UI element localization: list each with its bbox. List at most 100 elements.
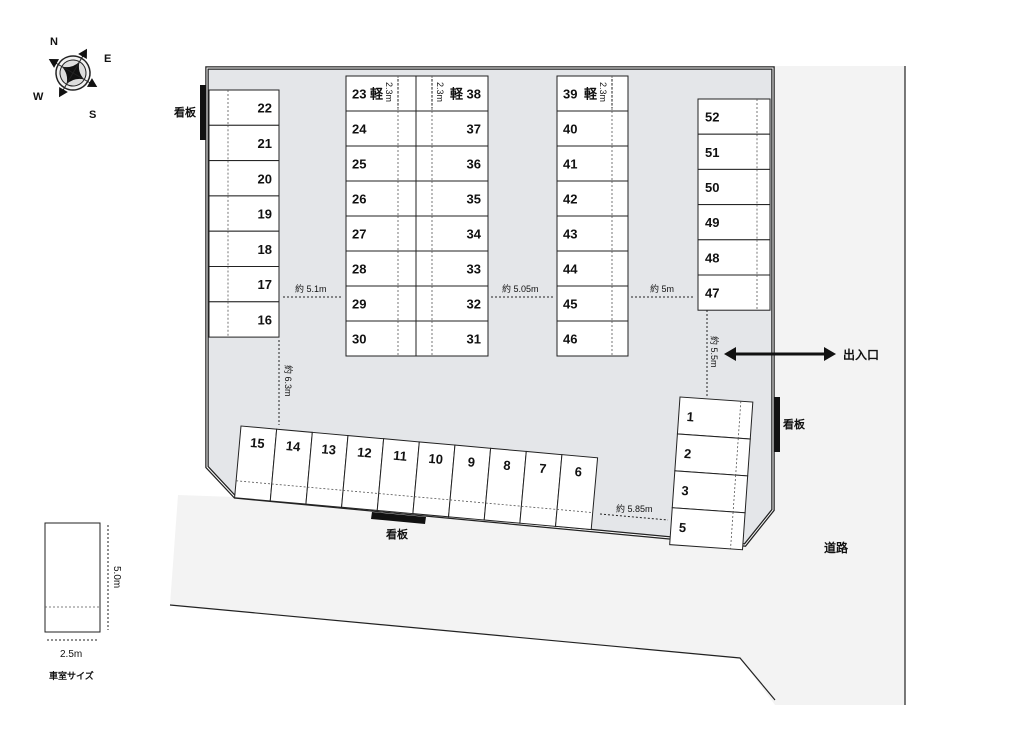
space-number: 30: [352, 332, 366, 347]
parking-space-29[interactable]: 29: [345, 285, 417, 322]
parking-space-25[interactable]: 25: [345, 145, 417, 182]
parking-space-41[interactable]: 41: [556, 145, 629, 182]
parking-space-52[interactable]: 52: [697, 98, 771, 135]
parking-space-48[interactable]: 48: [697, 239, 771, 276]
parking-space-43[interactable]: 43: [556, 215, 629, 252]
space-number: 17: [258, 277, 272, 292]
parking-space-35[interactable]: 35: [415, 180, 489, 217]
parking-space-3[interactable]: 3: [671, 470, 749, 514]
light-width-label: 2.3m: [435, 82, 445, 102]
parking-space-9[interactable]: 9: [448, 444, 492, 521]
sign-left: [200, 85, 206, 140]
parking-space-50[interactable]: 50: [697, 168, 771, 206]
space-number: 22: [258, 101, 272, 116]
parking-space-42[interactable]: 42: [556, 180, 629, 217]
parking-space-51[interactable]: 51: [697, 133, 771, 170]
space-number: 12: [357, 444, 373, 460]
sign-right: [774, 397, 780, 452]
parking-space-20[interactable]: 20: [208, 160, 280, 197]
space-number: 34: [467, 227, 482, 242]
space-number: 1: [686, 409, 694, 424]
space-number: 29: [352, 297, 366, 312]
road-edge-bottom: [169, 604, 776, 701]
parking-space-30[interactable]: 30: [345, 320, 417, 357]
space-number: 21: [258, 136, 272, 151]
space-number: 47: [705, 286, 719, 301]
light-width-label: 2.3m: [384, 82, 394, 102]
space-number: 33: [467, 262, 481, 277]
parking-space-19[interactable]: 19: [208, 195, 280, 232]
parking-space-13[interactable]: 13: [305, 431, 349, 508]
distance-c: 約 5m: [631, 283, 695, 298]
space-number: 40: [563, 122, 577, 137]
space-number: 38: [467, 87, 481, 102]
parking-space-10[interactable]: 10: [412, 441, 456, 518]
parking-space-44[interactable]: 44: [556, 250, 629, 287]
road-label: 道路: [824, 540, 849, 555]
parking-space-24[interactable]: 24: [345, 110, 417, 147]
distance-f: 約 5.85m: [599, 503, 669, 521]
svg-text:約 5m: 約 5m: [650, 283, 674, 294]
parking-space-46[interactable]: 46: [556, 320, 629, 357]
entrance-label: 出入口: [843, 347, 879, 362]
light-width-label: 2.3m: [598, 82, 608, 102]
svg-text:約 5.5m: 約 5.5m: [709, 336, 720, 368]
column-corner: 1 2 35: [669, 396, 754, 551]
parking-space-45[interactable]: 45: [556, 285, 629, 322]
space-number: 9: [467, 454, 476, 470]
parking-space-49[interactable]: 49: [697, 204, 771, 241]
parking-space-28[interactable]: 28: [345, 250, 417, 287]
entrance-arrow: [724, 347, 836, 361]
space-number: 27: [352, 227, 366, 242]
sign-bottom-label: 看板: [386, 527, 409, 541]
parking-space-6[interactable]: 6: [554, 454, 599, 531]
parking-space-27[interactable]: 27: [345, 215, 417, 252]
space-number: 6: [574, 464, 583, 480]
parking-space-34[interactable]: 34: [415, 215, 489, 252]
parking-space-15[interactable]: 15: [234, 425, 278, 502]
parking-space-22[interactable]: 22: [208, 89, 280, 126]
parking-space-18[interactable]: 18: [208, 230, 280, 267]
space-number: 28: [352, 262, 366, 277]
space-number: 31: [467, 332, 481, 347]
parking-space-17[interactable]: 17: [208, 266, 280, 303]
parking-space-5[interactable]: 5: [669, 507, 746, 551]
parking-space-11[interactable]: 11: [376, 438, 420, 515]
space-number: 8: [503, 458, 512, 474]
space-number: 52: [705, 110, 719, 125]
space-number: 41: [563, 157, 577, 172]
parking-space-8[interactable]: 8: [483, 447, 527, 524]
parking-space-33[interactable]: 33: [415, 250, 489, 287]
parking-space-2[interactable]: 2: [674, 433, 751, 477]
parking-space-47[interactable]: 47: [697, 274, 771, 311]
parking-space-16[interactable]: 16: [208, 301, 280, 338]
parking-space-7[interactable]: 7: [519, 450, 563, 527]
space-number: 43: [563, 227, 577, 242]
space-number: 35: [467, 192, 481, 207]
space-number: 10: [428, 451, 444, 467]
distance-e: 約 5.5m: [706, 310, 720, 396]
space-number: 51: [705, 145, 719, 160]
light-car-label: 軽: [370, 87, 384, 102]
space-number: 36: [467, 157, 481, 172]
parking-space-36[interactable]: 36: [415, 145, 489, 182]
parking-space-1[interactable]: 1: [676, 396, 754, 440]
space-number: 2: [684, 446, 692, 461]
parking-space-32[interactable]: 32: [415, 285, 489, 322]
parking-space-26[interactable]: 26: [345, 180, 417, 217]
parking-space-40[interactable]: 40: [556, 110, 629, 147]
parking-space-31[interactable]: 31: [415, 320, 489, 357]
space-number: 39: [563, 87, 577, 102]
parking-space-37[interactable]: 37: [415, 110, 489, 147]
parking-space-21[interactable]: 21: [208, 124, 280, 162]
parking-space-14[interactable]: 14: [269, 428, 313, 505]
parking-space-12[interactable]: 12: [341, 435, 385, 511]
space-number: 24: [352, 122, 367, 137]
space-number: 42: [563, 192, 577, 207]
